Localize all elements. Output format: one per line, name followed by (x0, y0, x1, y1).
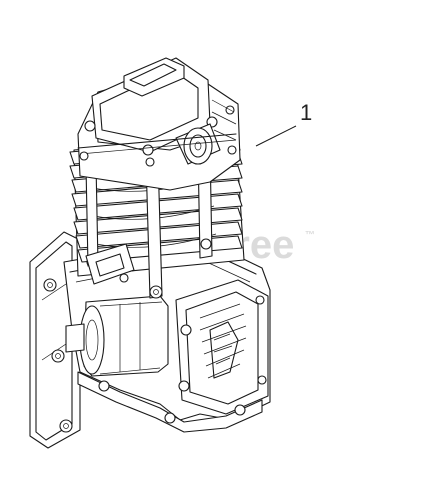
callout-leader-line (255, 125, 297, 147)
watermark-trademark: ™ (305, 230, 315, 241)
crankcase (29, 231, 271, 449)
callout-number-1: 1 (300, 100, 313, 125)
cylinder-head (77, 57, 241, 191)
